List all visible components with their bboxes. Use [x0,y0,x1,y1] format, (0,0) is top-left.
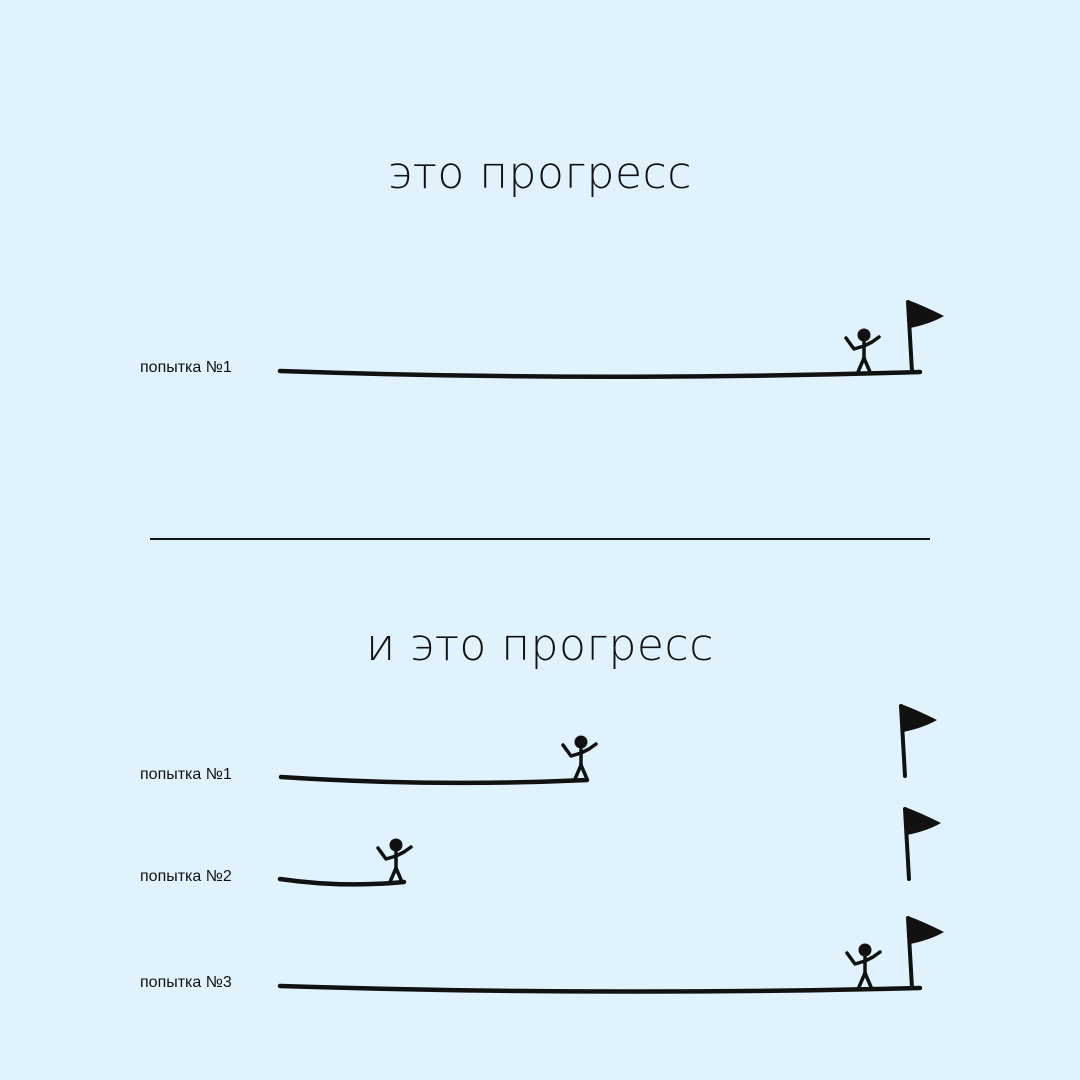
flag-icon [903,805,943,881]
flag-icon [899,702,939,778]
top-attempt-1-label: попытка №1 [140,359,232,376]
stick-figure-icon [561,733,598,781]
section-divider [150,538,930,540]
heading-this-is-progress: это прогресс [388,148,692,199]
stick-figure-icon [845,941,882,989]
stick-figure-icon [844,326,881,374]
heading-and-this-is-progress: и это прогресс [366,620,714,671]
bottom-attempt-2-track [277,805,943,887]
bottom-attempt-1-track [278,702,939,786]
bottom-attempt-1-label: попытка №1 [140,766,232,783]
top-attempt-1-track [277,298,946,380]
bottom-attempt-2-label: попытка №2 [140,868,232,885]
stick-figure-icon [376,836,413,884]
bottom-attempt-3-track [277,914,946,994]
bottom-attempt-3-label: попытка №3 [140,974,232,991]
flag-icon [906,914,946,990]
flag-icon [906,298,946,374]
